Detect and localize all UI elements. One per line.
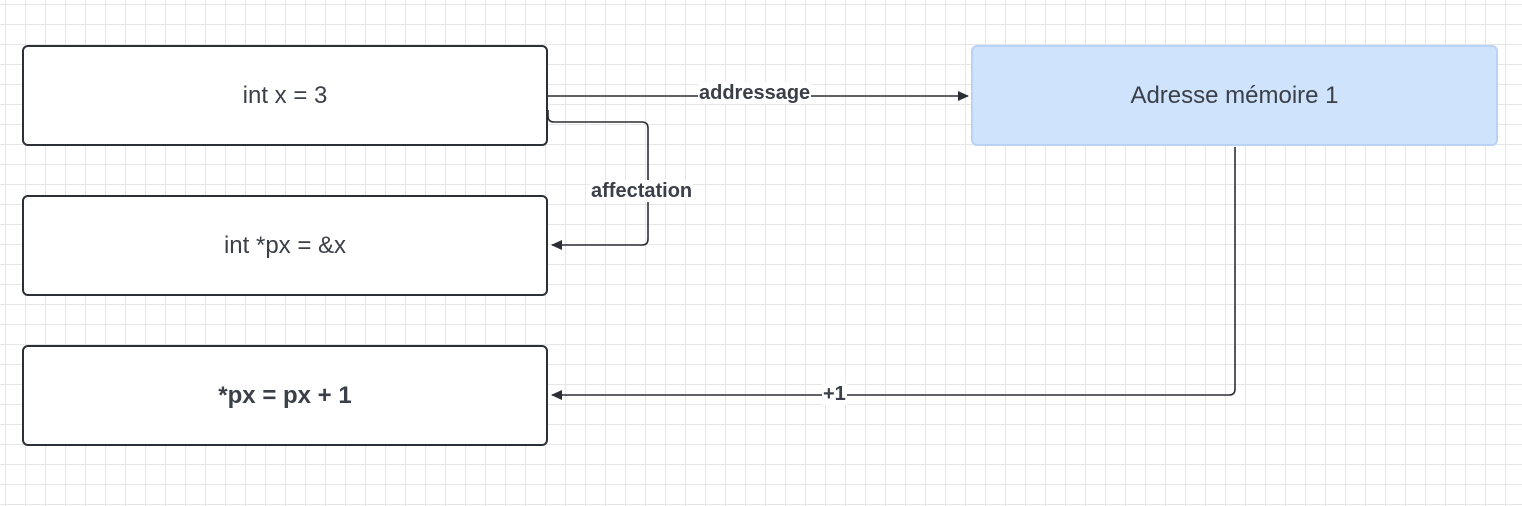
- edge-label-addressing: addressage: [698, 82, 812, 104]
- node-int-px-label: int *px = &x: [223, 231, 347, 259]
- node-memory-address[interactable]: Adresse mémoire 1: [971, 45, 1498, 146]
- node-px-increment[interactable]: *px = px + 1: [22, 345, 548, 446]
- edge-label-increment: +1: [822, 383, 847, 405]
- assignment-connector[interactable]: [547, 110, 649, 250]
- node-memory-address-label: Adresse mémoire 1: [1130, 81, 1339, 109]
- edge-label-assignment: affectation: [590, 180, 694, 202]
- node-px-increment-label: *px = px + 1: [218, 381, 352, 409]
- increment-connector[interactable]: [551, 147, 1236, 400]
- node-int-x[interactable]: int x = 3: [22, 45, 548, 146]
- node-int-px[interactable]: int *px = &x: [22, 195, 548, 296]
- node-int-x-label: int x = 3: [242, 81, 328, 109]
